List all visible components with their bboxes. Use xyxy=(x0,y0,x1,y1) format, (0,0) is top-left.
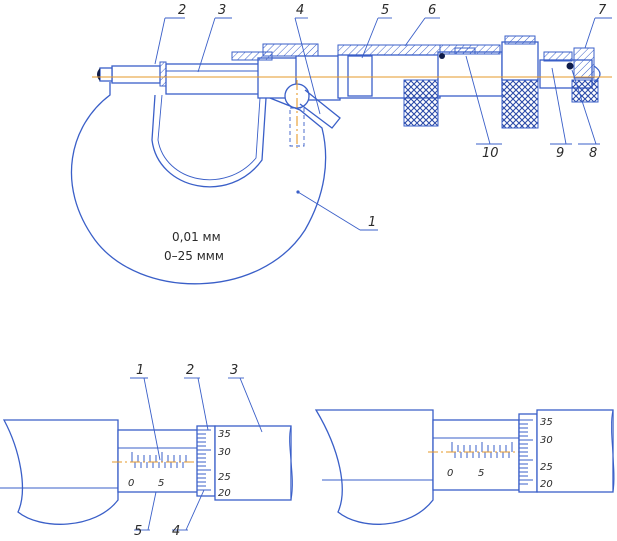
left-thimble-mark-35: 35 xyxy=(218,429,231,440)
right-sleeve-mark-5: 5 xyxy=(478,468,484,479)
thimble-cap-hatch xyxy=(504,35,536,45)
callout-8: 8 xyxy=(589,146,597,161)
callout-10: 10 xyxy=(482,146,499,161)
thimble-cap xyxy=(501,41,539,81)
callout-9: 9 xyxy=(556,146,564,161)
right-sleeve xyxy=(432,419,520,491)
callout-5: 5 xyxy=(381,3,389,18)
right-frame-body xyxy=(314,409,434,525)
ratchet-head xyxy=(573,47,595,79)
anvil-cap xyxy=(99,67,113,82)
knurl-2 xyxy=(501,79,539,129)
left-detail-leaders xyxy=(130,377,263,531)
callout-3: 3 xyxy=(218,3,226,18)
detail-callout-3: 3 xyxy=(230,363,238,378)
right-sleeve-ticks xyxy=(451,442,513,458)
scale-detail-right: 0 5 35 30 25 20 xyxy=(314,409,615,525)
detail-callout-5: 5 xyxy=(134,524,142,539)
right-spindle-stub xyxy=(536,409,614,493)
scale-detail-left: 0 5 35 30 25 20 xyxy=(0,363,293,539)
thimble-body xyxy=(437,51,503,97)
ratchet-knurl xyxy=(571,79,599,103)
left-sleeve-mark-5: 5 xyxy=(158,478,164,489)
anvil-end xyxy=(97,68,100,81)
left-thimble-mark-25: 25 xyxy=(218,472,231,483)
right-thimble-mark-20: 20 xyxy=(540,479,553,490)
detail-callout-2: 2 xyxy=(186,363,194,378)
right-thimble-mark-35: 35 xyxy=(540,417,553,428)
ratchet-hatch-top xyxy=(543,51,573,62)
thimble-inner xyxy=(454,47,476,55)
detail-callout-1: 1 xyxy=(136,363,144,378)
ratchet-tip xyxy=(593,65,601,83)
detent-ball xyxy=(439,53,445,59)
left-frame-body xyxy=(2,419,119,525)
callout-7: 7 xyxy=(598,3,607,18)
frame-hub-top-2 xyxy=(231,51,273,61)
sleeve-band xyxy=(347,55,373,97)
spindle-left xyxy=(165,63,267,95)
stem-top-hatch xyxy=(337,44,441,56)
micrometer-assembly: 2 3 4 5 6 7 8 9 10 1 0,01 мм 0–25 ммм xyxy=(70,3,612,285)
spec-range: 0–25 ммм xyxy=(164,249,224,263)
left-sleeve-ticks xyxy=(131,452,187,468)
right-thimble-mark-30: 30 xyxy=(540,435,553,446)
anvil xyxy=(111,65,161,84)
right-sleeve-mark-0: 0 xyxy=(447,468,453,479)
micrometer-frame xyxy=(70,82,327,285)
frame-inner-2 xyxy=(157,94,261,181)
left-sleeve xyxy=(117,429,199,493)
lock-screw-shaft xyxy=(289,107,305,147)
spec-division: 0,01 мм xyxy=(172,230,221,244)
knurl-1 xyxy=(403,79,439,127)
lock-lever xyxy=(299,89,341,129)
anvil-collar xyxy=(159,61,167,87)
callout-2: 2 xyxy=(178,3,186,18)
callout-1: 1 xyxy=(368,215,376,230)
right-thimble-ticks xyxy=(519,419,533,485)
left-sleeve-mark-0: 0 xyxy=(128,478,134,489)
right-thimble-mark-25: 25 xyxy=(540,462,553,473)
left-thimble-mark-30: 30 xyxy=(218,447,231,458)
frame-inner xyxy=(151,94,267,188)
detail-callout-4: 4 xyxy=(172,524,180,539)
callout-leaders xyxy=(154,17,612,231)
callout-4: 4 xyxy=(296,3,304,18)
ratchet-ball xyxy=(566,62,574,70)
left-thimble-mark-20: 20 xyxy=(218,488,231,499)
callout-6: 6 xyxy=(428,3,436,18)
